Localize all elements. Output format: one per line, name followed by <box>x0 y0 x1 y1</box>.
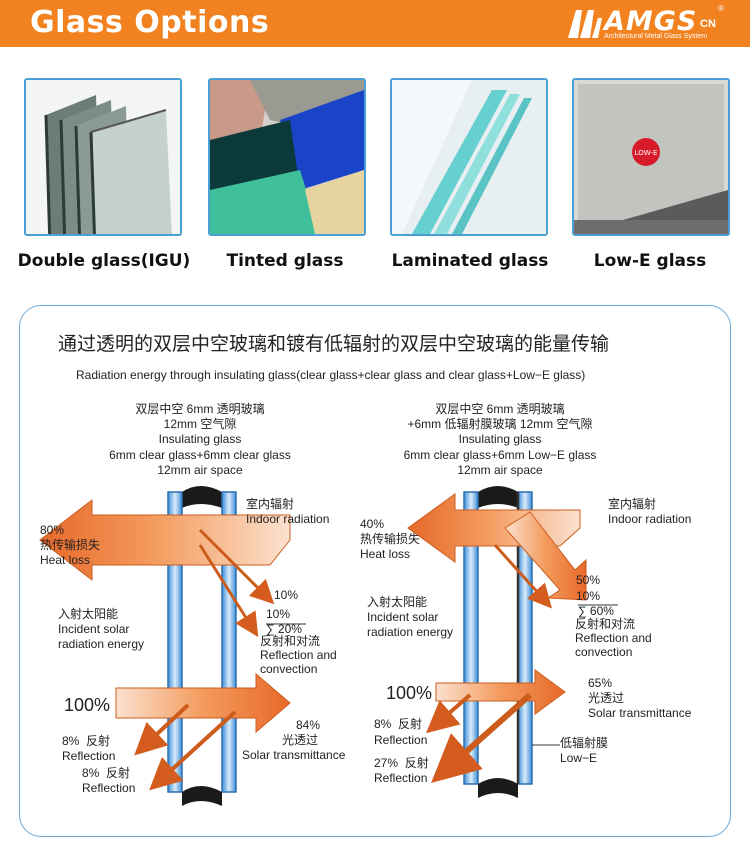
right-trans-en: Solar transmittance <box>588 706 692 720</box>
left-reflect-down-1 <box>134 703 190 756</box>
brand-logo: AMGS CN ® Architectural Metal Glass Syst… <box>568 4 738 44</box>
low-e-sticker-icon <box>632 138 660 166</box>
left-ref1-en: Reflection <box>62 749 116 763</box>
right-incident-en2: radiation energy <box>367 625 454 639</box>
caption-low-e-glass: Low-E glass <box>593 251 707 271</box>
left-r1: 10% <box>274 588 299 602</box>
right-lowe-en: Low−E <box>560 751 598 765</box>
right-indoor-en: Indoor radiation <box>608 512 692 526</box>
right-spec-1: 双层中空 6mm 透明玻璃 <box>435 402 565 416</box>
right-heat-cn: 热传输损失 <box>360 532 421 546</box>
left-refl-en1: Reflection and <box>260 648 337 662</box>
left-trans-cn: 光透过 <box>282 733 319 747</box>
right-lowe-cn: 低辐射膜 <box>560 736 609 750</box>
left-sum: ∑ 20% <box>266 622 302 636</box>
left-trans-pct: 84% <box>296 718 321 732</box>
left-indoor-cn: 室内辐射 <box>246 497 295 511</box>
left-refl-cn: 反射和对流 <box>260 634 321 648</box>
page-title: Glass Options <box>30 5 270 40</box>
left-incident-arrow <box>115 672 291 734</box>
svg-text:LOW-E: LOW-E <box>635 149 658 157</box>
right-reflection-arrow-2 <box>493 543 553 609</box>
left-ref2-label: 8% 反射 <box>82 766 131 780</box>
caption-laminated-glass: Laminated glass <box>391 251 549 271</box>
energy-diagram-panel <box>19 305 731 837</box>
right-reflection-big-arrow <box>504 511 587 601</box>
logo-subtitle: Architectural Metal Glass System <box>604 33 708 40</box>
low-e-glass-image: LOW-E <box>572 78 730 236</box>
right-incident-cn: 入射太阳能 <box>367 595 428 609</box>
left-spec-5: 12mm air space <box>157 463 243 477</box>
right-spec-2: +6mm 低辐射膜玻璃 12mm 空气隙 <box>407 417 593 431</box>
left-reflection-arrow-2 <box>198 544 259 638</box>
logo-registered: ® <box>718 4 724 13</box>
spacer-bottom-left <box>182 786 222 806</box>
logo-text: AMGS <box>604 6 698 37</box>
right-refl-en2: convection <box>575 645 633 659</box>
spacer-top-left <box>182 486 222 508</box>
left-spec-4: 6mm clear glass+6mm clear glass <box>109 448 291 462</box>
right-trans-cn: 光透过 <box>588 691 625 705</box>
left-spec-1: 双层中空 6mm 透明玻璃 <box>135 402 265 416</box>
glass-pane-right-1 <box>463 491 479 785</box>
right-incident-en1: Incident solar <box>367 610 439 624</box>
left-spec-3: Insulating glass <box>158 432 242 446</box>
right-refl-en1: Reflection and <box>575 631 652 645</box>
right-ref1-label: 8% 反射 <box>374 717 423 731</box>
left-r2: 10% <box>266 607 291 621</box>
right-ref2-en: Reflection <box>374 771 428 785</box>
left-trans-en: Solar transmittance <box>242 748 346 762</box>
left-heat-loss-arrow <box>39 498 291 582</box>
right-indoor-cn: 室内辐射 <box>608 497 657 511</box>
logo-mark-icon <box>568 10 602 38</box>
caption-tinted-glass: Tinted glass <box>226 251 344 271</box>
right-ref1-en: Reflection <box>374 733 428 747</box>
right-spec-4: 6mm clear glass+6mm Low−E glass <box>403 448 597 462</box>
right-spec-5: 12mm air space <box>457 463 543 477</box>
left-incident-en2: radiation energy <box>58 637 145 651</box>
caption-double-glass: Double glass(IGU) <box>17 251 191 271</box>
laminated-glass-image <box>390 78 548 236</box>
right-reflect-down-1 <box>425 693 472 734</box>
spacer-bottom-right <box>478 778 518 798</box>
diagram-subtitle: Radiation energy through insulating glas… <box>76 368 586 382</box>
left-indoor-en: Indoor radiation <box>246 512 330 526</box>
right-heat-en: Heat loss <box>360 547 411 561</box>
right-r2: 10% <box>576 589 601 603</box>
right-ref2-label: 27% 反射 <box>374 756 429 770</box>
left-heat-cn: 热传输损失 <box>40 538 101 552</box>
tinted-glass-image <box>208 78 366 236</box>
right-in-pct: 100% <box>386 683 433 703</box>
right-refl-cn: 反射和对流 <box>575 617 636 631</box>
left-ref1-label: 8% 反射 <box>62 734 111 748</box>
right-heat-pct: 40% <box>360 517 385 531</box>
right-sum: ∑ 60% <box>578 604 614 618</box>
left-heat-pct: 80% <box>40 523 65 537</box>
spacer-top-right <box>478 486 518 508</box>
left-in-pct: 100% <box>64 695 111 715</box>
left-refl-en2: convection <box>260 662 318 676</box>
left-spec-2: 12mm 空气隙 <box>163 417 237 431</box>
left-reflect-down-2 <box>149 710 237 791</box>
logo-cn: CN <box>700 18 716 30</box>
right-spec-3: Insulating glass <box>458 432 542 446</box>
diagram-title-cn: 通过透明的双层中空玻璃和镀有低辐射的双层中空玻璃的能量传输 <box>58 334 610 355</box>
left-incident-en1: Incident solar <box>58 622 130 636</box>
left-incident-cn: 入射太阳能 <box>58 607 119 621</box>
left-reflection-arrow-1 <box>198 528 275 605</box>
left-ref2-en: Reflection <box>82 781 136 795</box>
right-trans-pct: 65% <box>588 676 613 690</box>
double-glass-image <box>24 78 182 236</box>
right-reflect-down-2 <box>431 692 532 783</box>
right-glass-unit <box>463 486 533 798</box>
left-heat-en: Heat loss <box>40 553 91 567</box>
header-bar <box>0 0 750 47</box>
right-r1: 50% <box>576 573 601 587</box>
